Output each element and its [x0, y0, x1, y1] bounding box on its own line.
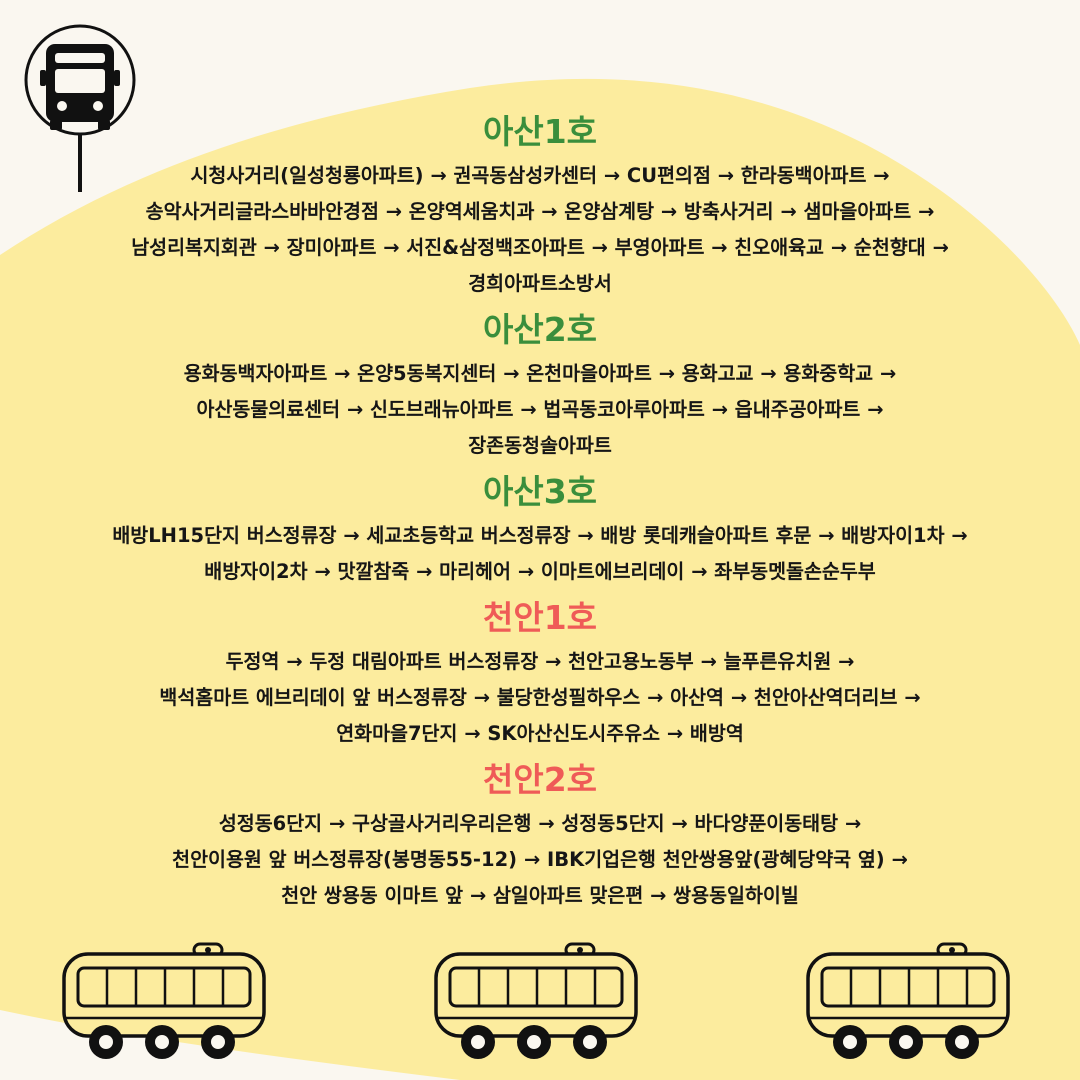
bus-illustration	[62, 942, 266, 1059]
route-asan-2: 아산2호 용화동백자아파트 → 온양5동복지센터 → 온천마을아파트 → 용화고…	[0, 310, 1080, 464]
route-stops: 용화동백자아파트 → 온양5동복지센터 → 온천마을아파트 → 용화고교 → 용…	[183, 362, 897, 457]
route-stops: 배방LH15단지 버스정류장 → 세교초등학교 버스정류장 → 배방 롯데캐슬아…	[112, 524, 968, 583]
route-title: 천안1호	[482, 598, 598, 637]
bus-stop-sign-icon	[24, 24, 136, 192]
route-list: 아산1호 시청사거리(일성청룡아파트) → 권곡동삼성카센터 → CU편의점 →…	[0, 112, 1080, 922]
route-asan-3: 아산3호 배방LH15단지 버스정류장 → 세교초등학교 버스정류장 → 배방 …	[0, 472, 1080, 590]
route-stops: 시청사거리(일성청룡아파트) → 권곡동삼성카센터 → CU편의점 → 한라동백…	[131, 164, 949, 295]
route-title: 아산3호	[482, 472, 598, 511]
route-cheonan-2: 천안2호 성정동6단지 → 구상골사거리우리은행 → 성정동5단지 → 바다양푼…	[0, 760, 1080, 914]
route-title: 아산1호	[482, 112, 598, 151]
bus-illustration	[806, 942, 1010, 1059]
route-title: 아산2호	[482, 310, 598, 349]
route-title: 천안2호	[482, 760, 598, 799]
route-stops: 두정역 → 두정 대림아파트 버스정류장 → 천안고용노동부 → 늘푸른유치원 …	[159, 650, 921, 745]
route-cheonan-1: 천안1호 두정역 → 두정 대림아파트 버스정류장 → 천안고용노동부 → 늘푸…	[0, 598, 1080, 752]
route-stops: 성정동6단지 → 구상골사거리우리은행 → 성정동5단지 → 바다양푼이동태탕 …	[172, 812, 908, 907]
bus-illustration	[434, 942, 638, 1059]
route-asan-1: 아산1호 시청사거리(일성청룡아파트) → 권곡동삼성카센터 → CU편의점 →…	[0, 112, 1080, 302]
